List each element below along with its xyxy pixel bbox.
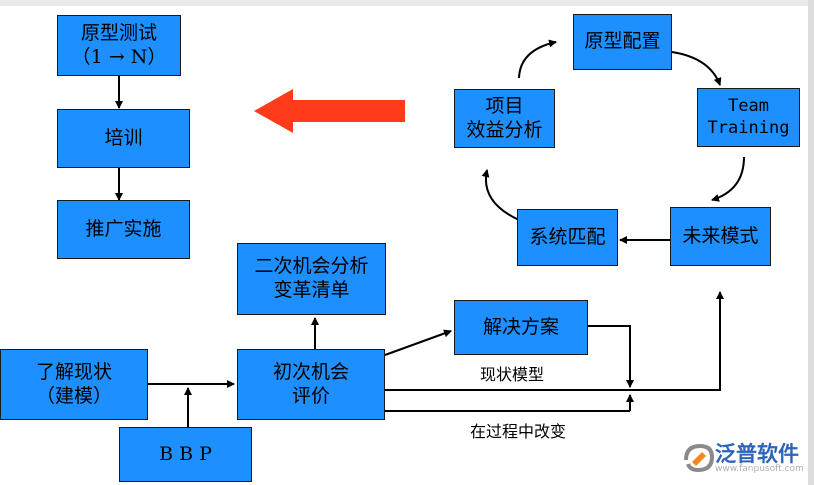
node-project-benefit-line2: 效益分析: [466, 118, 543, 141]
node-prototype-config-label: 原型配置: [584, 30, 661, 53]
node-future-model: 未来模式: [670, 207, 771, 266]
node-bbp: B B P: [119, 427, 252, 482]
window-top-edge: [0, 0, 814, 6]
window-right-edge: [808, 0, 814, 485]
node-prototype-test: 原型测试 （1 → N）: [57, 15, 181, 76]
logo-url: www.fanpusoft.com: [715, 464, 804, 474]
node-prototype-config: 原型配置: [573, 14, 672, 70]
label-process-change: 在过程中改变: [470, 422, 567, 441]
logo-mark-icon: [684, 443, 715, 473]
big-red-arrow: [254, 89, 405, 133]
node-current-state: 了解现状 （建模）: [0, 349, 148, 420]
node-current-state-line1: 了解现状: [35, 360, 112, 383]
node-system-match: 系统匹配: [517, 209, 618, 266]
node-solution-label: 解决方案: [482, 315, 559, 338]
line-solution-down: [588, 325, 634, 388]
node-project-benefit: 项目 效益分析: [454, 89, 555, 148]
node-project-benefit-line1: 项目: [485, 94, 524, 117]
node-current-state-line2: （建模）: [35, 384, 112, 407]
node-training-label: 培训: [104, 126, 143, 149]
node-prototype-test-line2: （1 → N）: [71, 45, 167, 68]
arc-config-to-team: [671, 51, 722, 86]
node-rollout: 推广实施: [57, 200, 190, 259]
node-second-opportunity: 二次机会分析 变革清单: [237, 243, 386, 315]
arc-match-to-benefit: [481, 169, 520, 221]
node-rollout-label: 推广实施: [85, 217, 162, 240]
node-team-training-line2: Training: [707, 117, 790, 138]
node-initial-opportunity-line1: 初次机会: [272, 360, 349, 383]
node-prototype-test-line1: 原型测试: [80, 21, 157, 44]
brand-logo: 泛普软件 www.fanpusoft.com: [680, 436, 810, 480]
node-training: 培训: [57, 109, 190, 168]
node-system-match-label: 系统匹配: [529, 225, 606, 248]
arc-team-to-future: [711, 156, 745, 202]
node-team-training-line1: Team: [728, 96, 769, 117]
arrow-initial-to-solution: [384, 329, 452, 356]
node-bbp-label: B B P: [159, 442, 212, 465]
logo-name: 泛普软件: [715, 442, 799, 466]
node-second-opportunity-line1: 二次机会分析: [254, 255, 369, 278]
node-initial-opportunity: 初次机会 评价: [237, 349, 385, 420]
node-solution: 解决方案: [454, 300, 588, 355]
node-initial-opportunity-line2: 评价: [291, 384, 330, 407]
node-future-model-label: 未来模式: [682, 224, 759, 247]
label-current-model: 现状模型: [480, 365, 545, 384]
node-team-training: Team Training: [697, 88, 800, 147]
node-second-opportunity-line2: 变革清单: [273, 279, 350, 301]
arc-benefit-to-config: [518, 39, 557, 79]
line-initial-to-future: [385, 291, 724, 391]
